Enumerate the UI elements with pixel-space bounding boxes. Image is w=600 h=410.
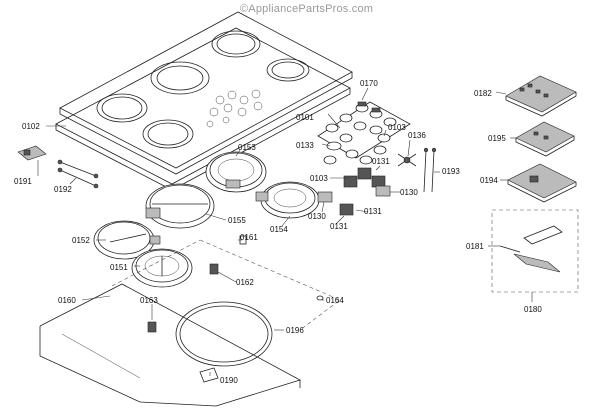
label-0162: 0162: [236, 278, 254, 287]
control-board-0182[interactable]: [505, 75, 577, 117]
label-0101: 0101: [296, 113, 314, 122]
heating-element-0155[interactable]: [145, 183, 215, 229]
label-0182: 0182: [474, 89, 492, 98]
label-0190: 0190: [220, 376, 238, 385]
label-0103-lower: 0103: [310, 174, 328, 183]
label-0181: 0181: [466, 242, 484, 251]
screw-0164[interactable]: [316, 295, 324, 301]
label-0170: 0170: [360, 79, 378, 88]
label-0161: 0161: [240, 233, 258, 242]
watermark-text: ©AppliancePartsPros.com: [240, 3, 374, 15]
control-board-0195[interactable]: [515, 121, 575, 157]
label-0131-b: 0131: [364, 207, 382, 216]
relay-boxes-0131[interactable]: [339, 167, 386, 216]
label-0131-a: 0131: [372, 157, 390, 166]
part-0163[interactable]: [147, 321, 157, 333]
part-0181[interactable]: [499, 225, 563, 273]
label-0191: 0191: [14, 177, 32, 186]
label-0154: 0154: [270, 225, 288, 234]
wires-0193[interactable]: [423, 147, 437, 193]
label-0190[interactable]: [199, 367, 219, 383]
switch-0133[interactable]: [323, 141, 342, 165]
label-0194: 0194: [480, 176, 498, 185]
wire-harness-0192[interactable]: [57, 159, 99, 189]
label-0192: 0192: [54, 185, 72, 194]
label-0152: 0152: [72, 236, 90, 245]
label-0155: 0155: [228, 216, 246, 225]
heating-element-0154[interactable]: [255, 181, 320, 219]
label-0193: 0193: [442, 167, 460, 176]
label-0130-a: 0130: [400, 188, 418, 197]
label-0130-b: 0130: [308, 212, 326, 221]
glass-cooktop[interactable]: [55, 11, 353, 191]
label-0163: 0163: [140, 296, 158, 305]
label-0160: 0160: [58, 296, 76, 305]
heating-element-0152[interactable]: [93, 220, 161, 260]
label-0164: 0164: [326, 296, 344, 305]
kit-0180[interactable]: [491, 209, 579, 293]
label-0103-upper: 0103: [388, 123, 406, 132]
label-0133: 0133: [296, 141, 314, 150]
heating-element-0151[interactable]: [131, 248, 193, 288]
control-pieces-0103[interactable]: [345, 133, 391, 165]
bottom-housing-0160[interactable]: [39, 239, 341, 407]
gasket-0196[interactable]: [175, 301, 273, 367]
heating-element-0153[interactable]: [205, 151, 267, 193]
knob-panel-0170[interactable]: [317, 101, 411, 159]
label-0136: 0136: [408, 131, 426, 140]
relay-boxes-0130[interactable]: [317, 185, 391, 203]
label-0195: 0195: [488, 134, 506, 143]
label-0153: 0153: [238, 143, 256, 152]
bracket-0191[interactable]: [17, 145, 47, 161]
control-board-0194[interactable]: [507, 163, 577, 203]
part-0162[interactable]: [209, 263, 219, 275]
label-0196: 0196: [286, 326, 304, 335]
spark-module-0136[interactable]: [397, 153, 417, 167]
label-0151: 0151: [110, 263, 128, 272]
label-0102: 0102: [22, 122, 40, 131]
label-0180: 0180: [524, 305, 542, 314]
label-0131-c: 0131: [330, 222, 348, 231]
